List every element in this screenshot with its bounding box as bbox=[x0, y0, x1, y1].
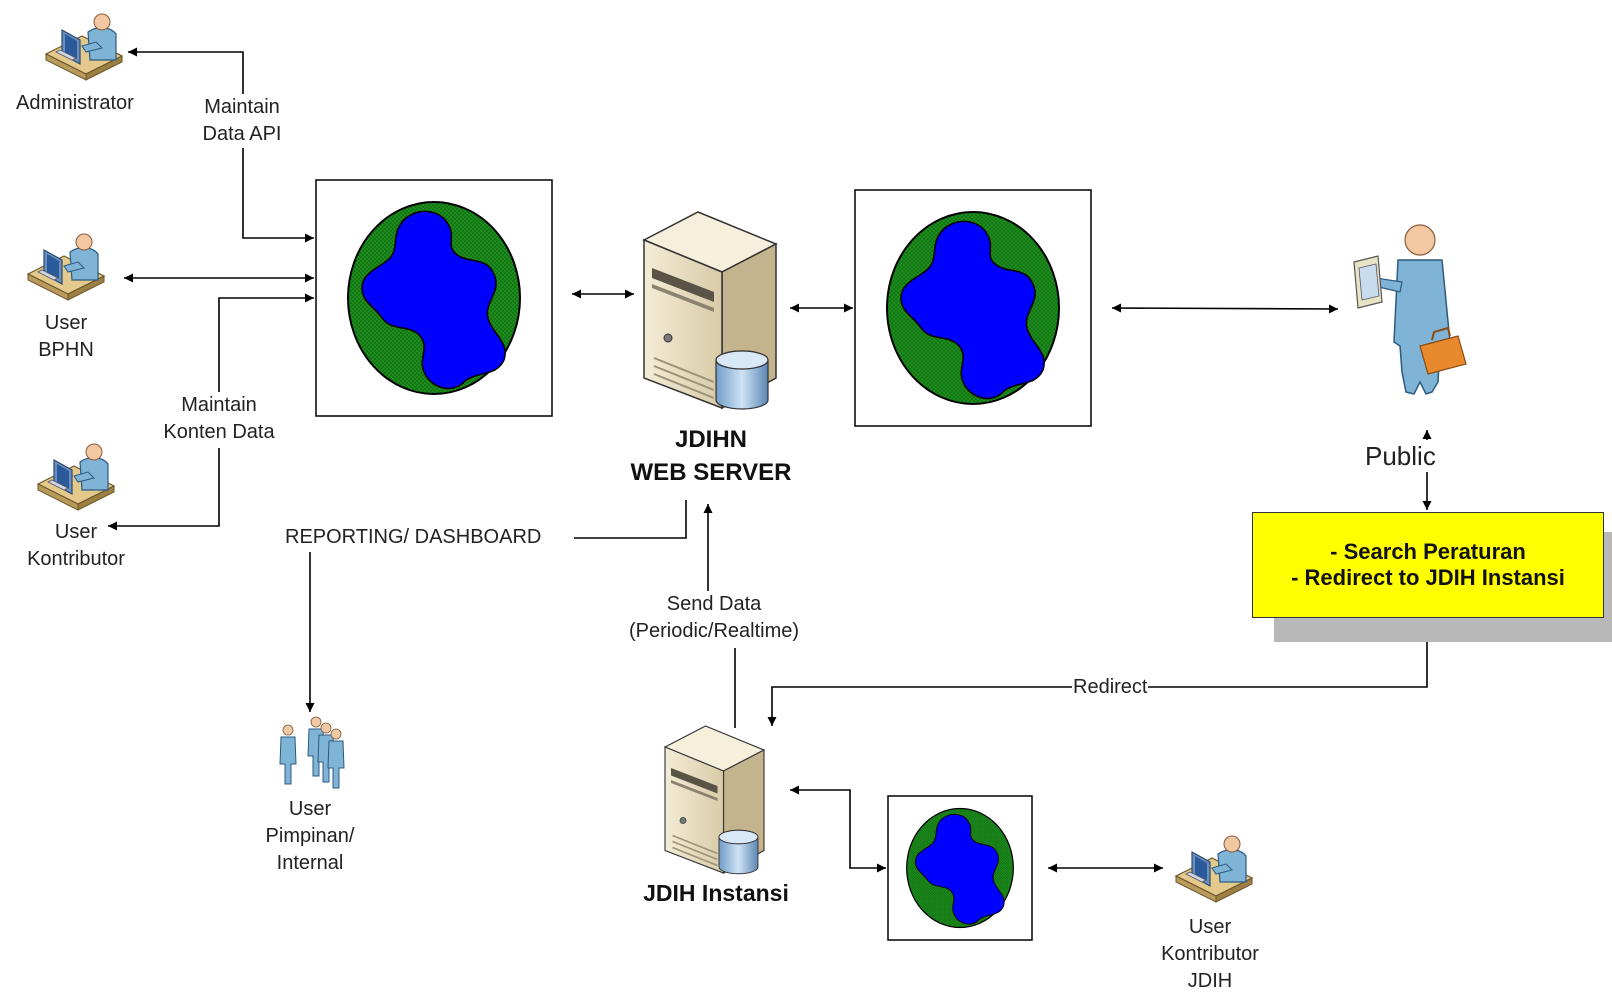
label-user-kontributor-jdih-line2: Kontributor bbox=[1161, 943, 1259, 965]
user-workstation-icon bbox=[37, 443, 115, 511]
server-icon bbox=[664, 725, 765, 875]
label-maintain-data-api-line2: Data API bbox=[202, 123, 282, 145]
label-user-kontributor-line2: Kontributor bbox=[27, 548, 125, 570]
globe-left bbox=[315, 179, 553, 417]
feature-search-peraturan: - Search Peraturan bbox=[1330, 539, 1526, 564]
label-reporting-dashboard: REPORTING/ DASHBOARD bbox=[284, 524, 543, 550]
server-icon bbox=[643, 211, 777, 410]
label-jdih-instansi: JDIH Instansi bbox=[643, 880, 789, 906]
user-workstation-icon bbox=[1175, 835, 1253, 903]
label-user-pimpinan-line2: Pimpinan/ bbox=[265, 825, 355, 847]
label-administrator: Administrator bbox=[16, 92, 134, 114]
label-user-kontributor-jdih-line3: JDIH bbox=[1187, 970, 1233, 992]
edge-maintain-data-api-lower bbox=[242, 145, 314, 243]
label-redirect: Redirect bbox=[1072, 674, 1149, 700]
label-web-server-line1: JDIHN bbox=[674, 426, 747, 453]
label-user-bphn-line2: BPHN bbox=[38, 339, 94, 361]
label-web-server: JDIHN WEB SERVER bbox=[606, 423, 816, 489]
label-user-kontributor-jdih-line1: User bbox=[1188, 916, 1232, 938]
label-maintain-konten-data-line2: Konten Data bbox=[163, 421, 275, 443]
edge-globe-public bbox=[1111, 303, 1339, 314]
label-public: Public bbox=[1364, 440, 1437, 472]
label-maintain-konten-data-line1: Maintain bbox=[181, 394, 257, 416]
label-send-data-line1: Send Data bbox=[666, 593, 762, 615]
label-user-bphn-line1: User bbox=[44, 312, 88, 334]
edge-instansi-globe bbox=[790, 785, 886, 873]
feature-box: - Search Peraturan - Redirect to JDIH In… bbox=[1252, 512, 1604, 618]
label-send-data-line2: (Periodic/Realtime) bbox=[628, 620, 800, 642]
user-workstation-icon bbox=[45, 13, 123, 81]
globe-icon bbox=[886, 211, 1060, 405]
edge-maintain-data-api bbox=[128, 47, 244, 106]
label-maintain-data-api-line1: Maintain bbox=[204, 96, 280, 118]
feature-redirect-jdih: - Redirect to JDIH Instansi bbox=[1291, 565, 1565, 590]
user-workstation-icon bbox=[27, 233, 105, 301]
label-user-pimpinan-line1: User bbox=[288, 798, 332, 820]
label-web-server-line2: WEB SERVER bbox=[630, 459, 792, 486]
label-user-bphn: User BPHN bbox=[26, 310, 106, 364]
label-maintain-konten-data: Maintain Konten Data bbox=[152, 392, 286, 446]
label-send-data: Send Data (Periodic/Realtime) bbox=[614, 591, 814, 645]
edge-maintain-konten-data bbox=[218, 293, 314, 396]
label-maintain-data-api: Maintain Data API bbox=[186, 94, 298, 148]
globe-right bbox=[854, 189, 1092, 427]
edge-reporting-dashboard bbox=[574, 500, 687, 539]
globe-instansi bbox=[887, 795, 1033, 941]
label-user-pimpinan-line3: Internal bbox=[276, 852, 344, 874]
edge-maintain-konten-data-lower bbox=[108, 448, 220, 531]
person-briefcase-icon bbox=[1353, 224, 1467, 395]
globe-icon bbox=[347, 201, 521, 395]
label-user-pimpinan: User Pimpinan/ Internal bbox=[250, 796, 370, 877]
label-user-kontributor-line1: User bbox=[54, 521, 98, 543]
globe-icon bbox=[906, 807, 1014, 929]
label-user-kontributor: User Kontributor bbox=[16, 519, 136, 573]
label-user-kontributor-jdih: User Kontributor JDIH bbox=[1150, 914, 1270, 995]
user-group-icon bbox=[279, 716, 345, 789]
